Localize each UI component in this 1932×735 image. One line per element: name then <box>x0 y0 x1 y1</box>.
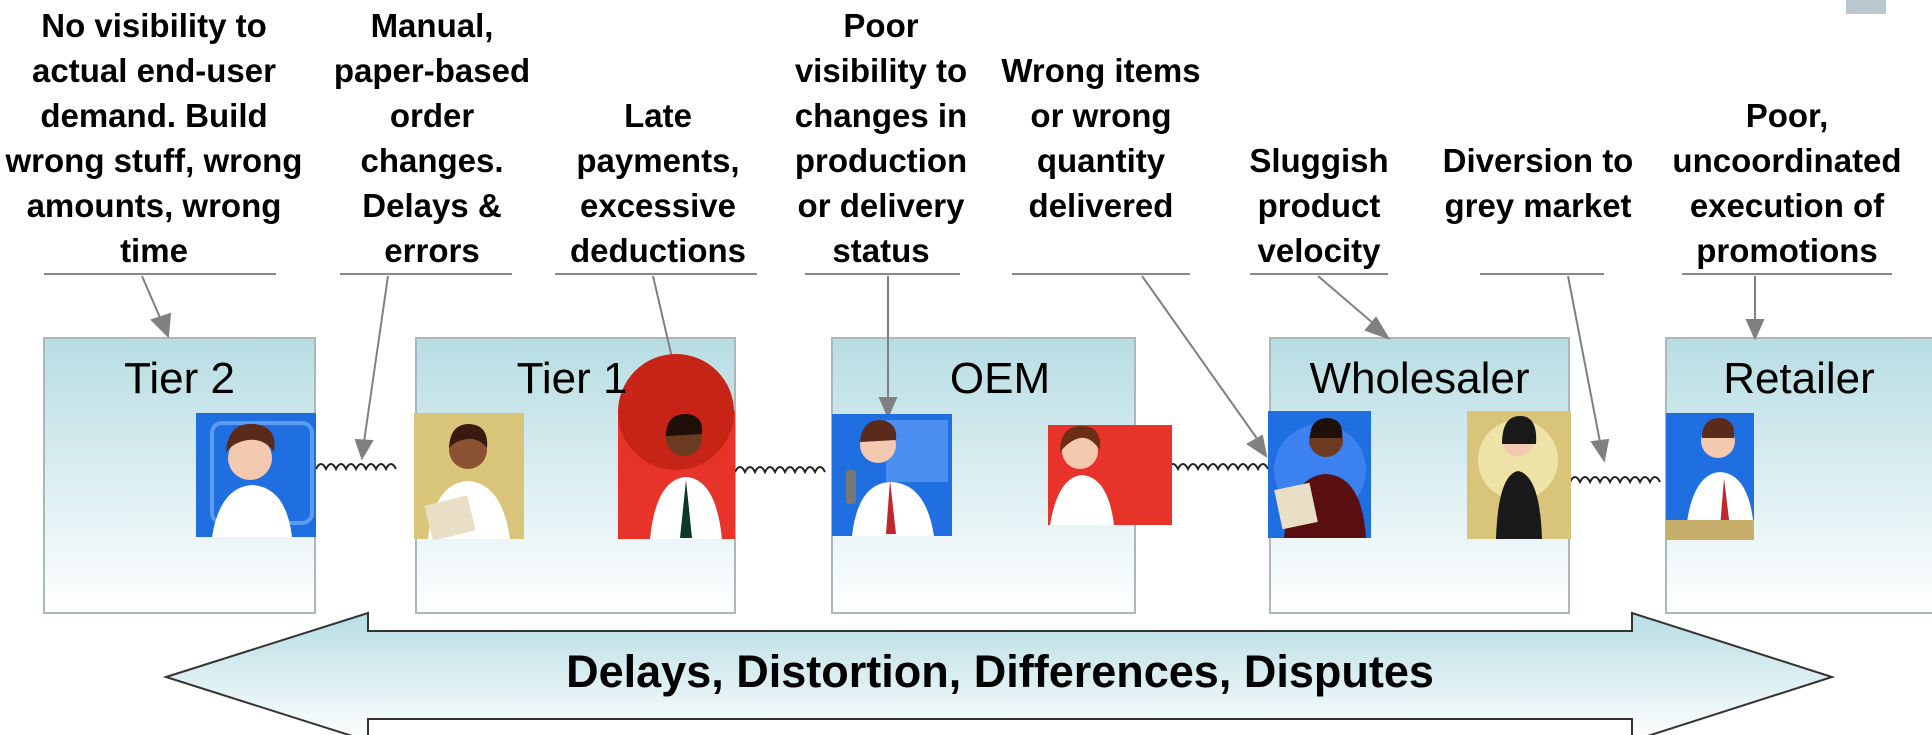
photo-tier1-reader <box>414 413 524 541</box>
tier-title-retailer: Retailer <box>1723 354 1875 403</box>
tier-title-tier2: Tier 2 <box>124 354 235 403</box>
tier-title-oem: OEM <box>949 354 1051 403</box>
photo-oem-caller <box>832 414 952 536</box>
photo-oem-woman <box>1048 425 1172 525</box>
problem-grey-market: Diversion to grey market <box>1442 142 1634 224</box>
photo-wholesaler-reader <box>1268 411 1371 538</box>
double-arrow-icon <box>162 611 1836 735</box>
problem-wrong-items: Wrong items or wrong quantity delivered <box>1001 52 1201 224</box>
photo-tier2-caller <box>196 413 316 537</box>
problem-sluggish-velocity: Sluggish product velocity <box>1249 142 1389 269</box>
photo-wholesaler-woman <box>1467 411 1571 539</box>
problem-promotions: Poor, uncoordinated execution of promoti… <box>1672 97 1902 269</box>
problem-late-payments: Late payments, excessive deductions <box>569 97 746 269</box>
photo-tier1-caller <box>618 354 735 539</box>
tier-title-tier1: Tier 1 <box>516 354 628 403</box>
tier-title-wholesaler: Wholesaler <box>1309 354 1530 403</box>
problem-production-visibility: Poor visibility to changes in production… <box>794 7 968 269</box>
problem-manual-orders: Manual, paper-based order changes. Delay… <box>333 7 531 269</box>
banner-text: Delays, Distortion, Differences, Dispute… <box>566 646 1434 697</box>
corner-logo <box>1846 0 1886 14</box>
photo-retailer-caller <box>1666 413 1754 540</box>
problem-demand-visibility: No visibility to actual end-user demand.… <box>5 7 303 269</box>
